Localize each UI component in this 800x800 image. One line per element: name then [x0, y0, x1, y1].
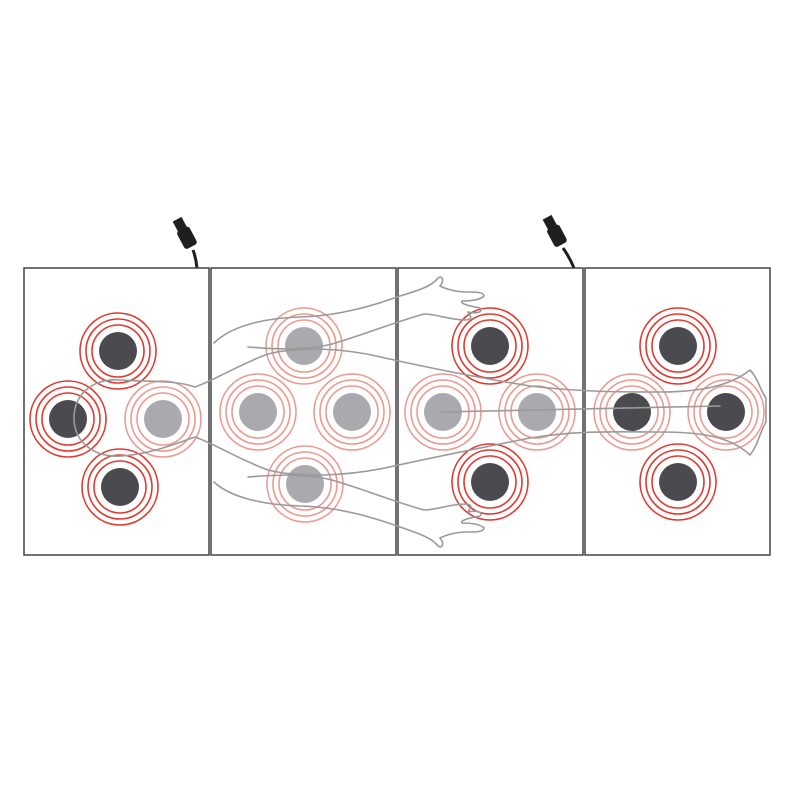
heating-pad — [471, 327, 509, 365]
heat-ring — [41, 392, 95, 446]
leg-divide — [439, 405, 721, 413]
heating-zone — [451, 307, 529, 385]
heat-ring — [699, 385, 753, 439]
heating-pad — [99, 332, 137, 370]
heating-pad — [613, 393, 651, 431]
cable-wire — [561, 247, 576, 269]
heat-ring — [498, 373, 576, 451]
heating-pad — [239, 393, 277, 431]
heat-ring — [651, 319, 705, 373]
heat-ring — [313, 373, 391, 451]
heating-zone — [265, 307, 343, 385]
heat-ring — [605, 385, 659, 439]
heat-ring — [651, 455, 705, 509]
heat-ring — [277, 319, 331, 373]
heat-ring — [130, 386, 196, 452]
heating-pad — [659, 327, 697, 365]
heat-ring — [93, 460, 147, 514]
heat-ring — [451, 307, 529, 385]
heat-ring — [693, 379, 759, 445]
heating-pad — [49, 400, 87, 438]
heat-ring — [510, 385, 564, 439]
heating-zone — [639, 443, 717, 521]
heating-zone — [219, 373, 297, 451]
heat-ring — [265, 307, 343, 385]
heat-ring — [79, 312, 157, 390]
heat-ring — [319, 379, 385, 445]
heat-ring — [645, 313, 711, 379]
heat-ring — [645, 449, 711, 515]
heat-ring — [457, 449, 523, 515]
heating-zone — [451, 443, 529, 521]
heat-ring — [457, 313, 523, 379]
heat-ring — [271, 313, 337, 379]
heating-pad — [101, 468, 139, 506]
cable-right — [542, 214, 576, 269]
heat-ring — [136, 392, 190, 446]
heat-ring — [463, 319, 517, 373]
heating-zone — [498, 373, 576, 451]
heat-ring — [81, 448, 159, 526]
heat-ring — [325, 385, 379, 439]
usb-plug-icon — [172, 216, 197, 249]
heat-ring — [272, 451, 338, 517]
heat-ring — [35, 386, 101, 452]
heat-ring — [85, 318, 151, 384]
heat-ring — [463, 455, 517, 509]
heat-ring — [687, 373, 765, 451]
heating-zone — [266, 445, 344, 523]
heat-ring — [639, 443, 717, 521]
heating-zone — [29, 380, 107, 458]
body-silhouette — [73, 348, 767, 476]
heat-ring — [225, 379, 291, 445]
heat-ring — [639, 307, 717, 385]
heating-pad — [518, 393, 556, 431]
heat-ring — [278, 457, 332, 511]
arm-upper — [213, 276, 485, 350]
heating-zone — [313, 373, 391, 451]
heating-zone — [593, 373, 671, 451]
heat-ring — [451, 443, 529, 521]
heating-pad — [144, 400, 182, 438]
heating-pad — [659, 463, 697, 501]
heat-ring — [504, 379, 570, 445]
heating-zone — [81, 448, 159, 526]
heating-zone — [639, 307, 717, 385]
heating-pad — [285, 327, 323, 365]
heating-pad — [333, 393, 371, 431]
heat-ring — [593, 373, 671, 451]
cable-left — [172, 216, 199, 269]
heating-pad — [707, 393, 745, 431]
cable-wire — [191, 249, 199, 269]
heating-zone — [687, 373, 765, 451]
arm-lower — [213, 474, 485, 548]
heat-ring — [91, 324, 145, 378]
usb-plug-icon — [542, 214, 567, 247]
heat-ring — [599, 379, 665, 445]
heat-ring — [231, 385, 285, 439]
heating-pad — [286, 465, 324, 503]
heating-zone — [124, 380, 202, 458]
heating-pad — [471, 463, 509, 501]
heat-ring — [404, 373, 482, 451]
heat-ring — [29, 380, 107, 458]
heat-ring — [87, 454, 153, 520]
heating-zone — [79, 312, 157, 390]
heat-ring — [219, 373, 297, 451]
human-figure-outline — [73, 276, 767, 548]
